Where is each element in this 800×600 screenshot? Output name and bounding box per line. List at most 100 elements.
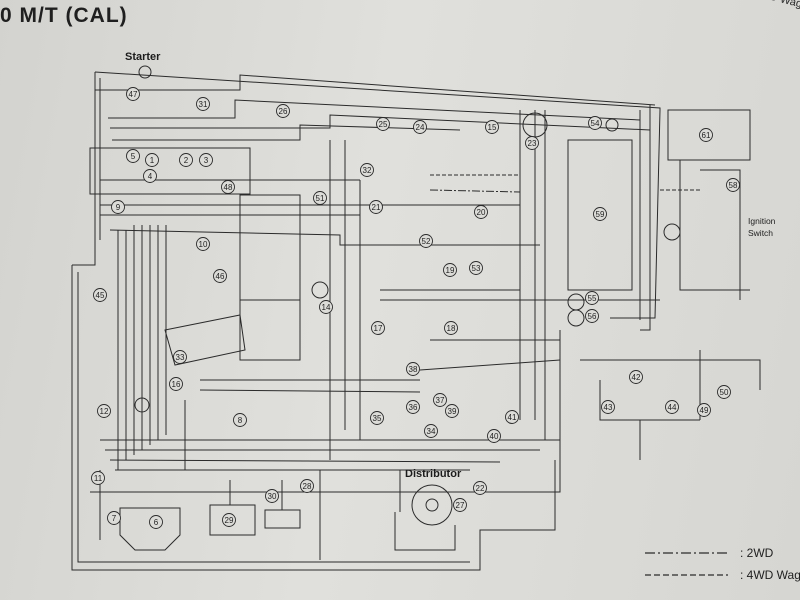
callout-number: 49 bbox=[700, 406, 709, 415]
component-callout-52: 52 bbox=[419, 234, 433, 248]
callout-circle bbox=[276, 104, 290, 118]
callout-number: 8 bbox=[238, 416, 243, 425]
callout-number: 46 bbox=[216, 272, 225, 281]
callout-circle bbox=[196, 97, 210, 111]
callout-circle bbox=[413, 120, 427, 134]
callout-circle bbox=[593, 207, 607, 221]
callout-number: 5 bbox=[131, 152, 136, 161]
component-callout-40: 40 bbox=[487, 429, 501, 443]
callout-number: 17 bbox=[374, 324, 383, 333]
callout-circle bbox=[169, 377, 183, 391]
callout-circle bbox=[233, 413, 247, 427]
callout-circle bbox=[585, 291, 599, 305]
component-callout-1: 1 bbox=[145, 153, 159, 167]
component-callout-49: 49 bbox=[697, 403, 711, 417]
callout-number: 21 bbox=[372, 203, 381, 212]
page-title: 0 M/T (CAL) bbox=[0, 4, 128, 27]
callout-circle bbox=[376, 117, 390, 131]
callout-circle bbox=[699, 128, 713, 142]
ignition-switch: Ignition Switch bbox=[663, 216, 776, 241]
callout-circle bbox=[221, 180, 235, 194]
component-callout-15: 15 bbox=[485, 120, 499, 134]
component-callout-7: 7 bbox=[107, 511, 121, 525]
callout-number: 12 bbox=[100, 407, 109, 416]
callout-circle bbox=[370, 411, 384, 425]
callout-circle bbox=[424, 424, 438, 438]
callout-circle bbox=[126, 87, 140, 101]
callout-number: 16 bbox=[172, 380, 181, 389]
legend-label-4wd: : 4WD Wagon bbox=[740, 568, 800, 582]
callout-circle bbox=[149, 515, 163, 529]
callout-number: 1 bbox=[150, 156, 155, 165]
callout-number: 31 bbox=[199, 100, 208, 109]
callout-number: 50 bbox=[720, 388, 729, 397]
callout-circle bbox=[433, 393, 447, 407]
callout-circle bbox=[97, 404, 111, 418]
callout-number: 9 bbox=[116, 203, 121, 212]
component-callout-23: 23 bbox=[525, 136, 539, 150]
component-callout-37: 37 bbox=[433, 393, 447, 407]
component-callout-59: 59 bbox=[593, 207, 607, 221]
callout-circle bbox=[419, 234, 433, 248]
callout-number: 27 bbox=[456, 501, 465, 510]
component-callout-6: 6 bbox=[149, 515, 163, 529]
callout-number: 53 bbox=[472, 264, 481, 273]
callout-number: 29 bbox=[225, 516, 234, 525]
callout-number: 34 bbox=[427, 427, 436, 436]
component-callout-51: 51 bbox=[313, 191, 327, 205]
ignition-switch-label-1: Ignition bbox=[748, 216, 776, 226]
callout-number: 33 bbox=[176, 353, 185, 362]
callout-number: 61 bbox=[702, 131, 711, 140]
callout-number: 47 bbox=[129, 90, 138, 99]
component-callout-10: 10 bbox=[196, 237, 210, 251]
callout-circle bbox=[469, 261, 483, 275]
callout-number: 41 bbox=[508, 413, 517, 422]
ignition-switch-label-2: Switch bbox=[748, 228, 773, 238]
callout-circle bbox=[199, 153, 213, 167]
callout-number: 14 bbox=[322, 303, 331, 312]
callout-circle bbox=[453, 498, 467, 512]
callout-number: 24 bbox=[416, 123, 425, 132]
component-callout-17: 17 bbox=[371, 321, 385, 335]
component-callout-46: 46 bbox=[213, 269, 227, 283]
callout-circle bbox=[629, 370, 643, 384]
callout-circle bbox=[111, 200, 125, 214]
component-callout-38: 38 bbox=[406, 362, 420, 376]
callout-number: 25 bbox=[379, 120, 388, 129]
legend-label-2wd: : 2WD bbox=[740, 546, 774, 560]
callout-number: 32 bbox=[363, 166, 372, 175]
component-callout-28: 28 bbox=[300, 479, 314, 493]
callout-number: 55 bbox=[588, 294, 597, 303]
callout-circle bbox=[265, 489, 279, 503]
callout-circle bbox=[445, 404, 459, 418]
callout-circle bbox=[145, 153, 159, 167]
callout-number: 11 bbox=[94, 474, 103, 483]
callout-circle bbox=[588, 116, 602, 130]
callout-number: 10 bbox=[199, 240, 208, 249]
callout-number: 56 bbox=[588, 312, 597, 321]
callout-number: 22 bbox=[476, 484, 485, 493]
callout-number: 23 bbox=[528, 139, 537, 148]
callout-circle bbox=[93, 288, 107, 302]
callout-number: 58 bbox=[729, 181, 738, 190]
callout-number: 6 bbox=[154, 518, 159, 527]
component-callout-16: 16 bbox=[169, 377, 183, 391]
component-callout-47: 47 bbox=[126, 87, 140, 101]
component-callout-14: 14 bbox=[319, 300, 333, 314]
component-callout-34: 34 bbox=[424, 424, 438, 438]
component-callout-4: 4 bbox=[143, 169, 157, 183]
callout-circle bbox=[443, 263, 457, 277]
callout-number: 52 bbox=[422, 237, 431, 246]
component-callout-9: 9 bbox=[111, 200, 125, 214]
component-callout-53: 53 bbox=[469, 261, 483, 275]
callout-circle bbox=[300, 479, 314, 493]
callout-number: 36 bbox=[409, 403, 418, 412]
callout-number: 51 bbox=[316, 194, 325, 203]
callout-circle bbox=[179, 153, 193, 167]
callout-circle bbox=[369, 200, 383, 214]
component-callout-20: 20 bbox=[474, 205, 488, 219]
callout-circle bbox=[371, 321, 385, 335]
callout-number: 42 bbox=[632, 373, 641, 382]
